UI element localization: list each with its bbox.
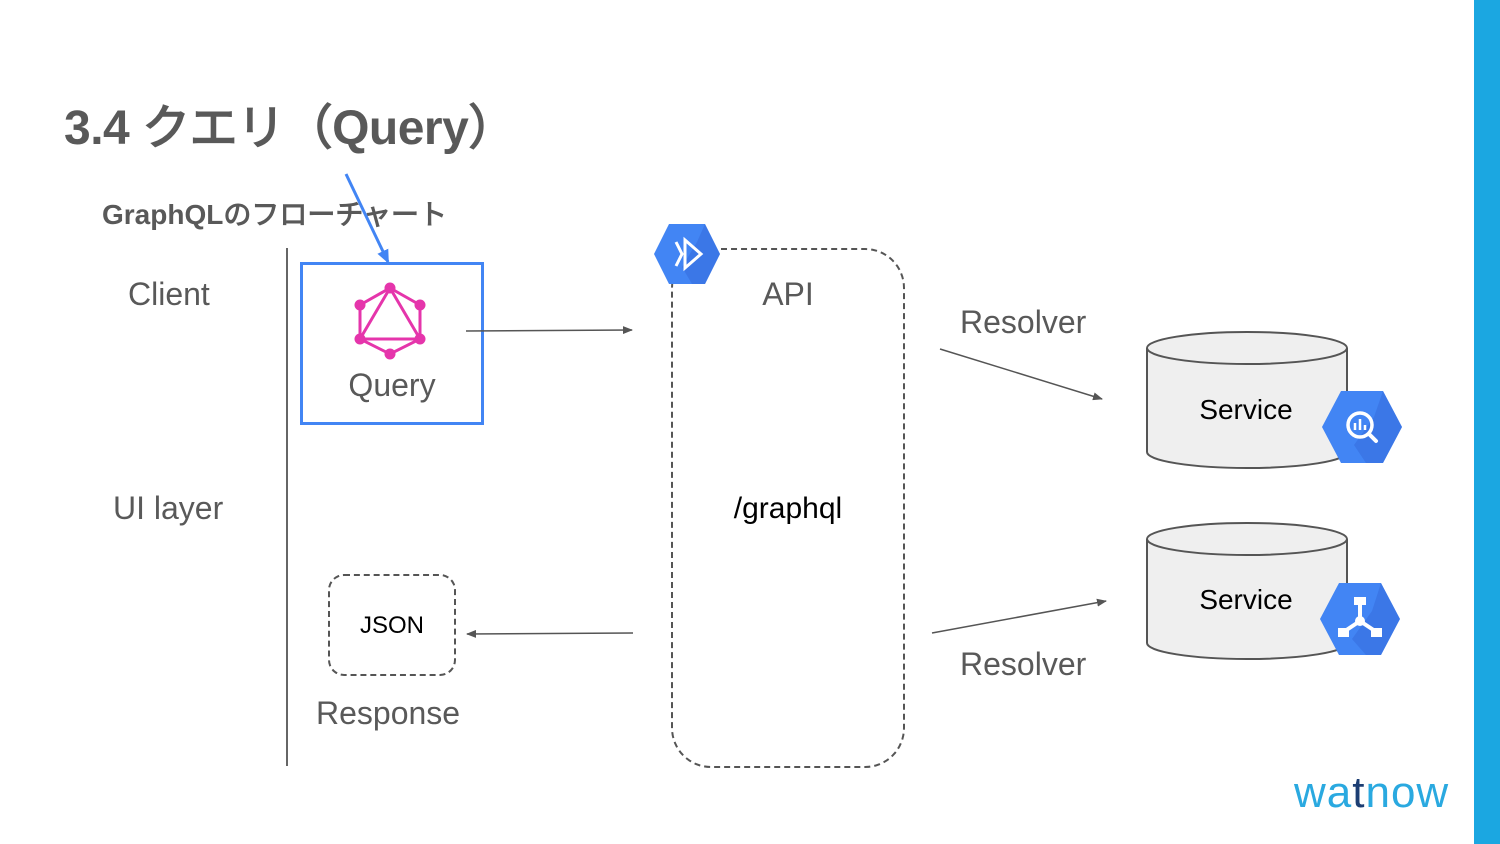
watnow-logo-pre: wa — [1294, 768, 1353, 817]
query-label: Query — [348, 367, 436, 403]
resolver-label-bottom: Resolver — [960, 646, 1087, 682]
service-database-top[interactable] — [1145, 330, 1349, 472]
cloud-endpoints-icon — [652, 222, 722, 286]
service-label-bottom: Service — [1199, 584, 1293, 615]
bigquery-icon — [1320, 389, 1404, 465]
service-label-top: Service — [1199, 394, 1293, 425]
api-node[interactable] — [671, 248, 905, 768]
accent-side-bar — [1474, 0, 1500, 844]
arrow-api-to-response — [466, 629, 634, 638]
resolver-label-top: Resolver — [960, 304, 1087, 340]
watnow-logo-t: t — [1352, 768, 1366, 817]
cloud-composer-icon — [1318, 581, 1402, 657]
highlight-pointer-arrow — [344, 173, 390, 264]
json-response-node[interactable] — [328, 574, 456, 676]
slide-subtitle: GraphQLのフローチャート — [102, 199, 448, 230]
watnow-logo: watnow — [1294, 768, 1449, 818]
arrow-query-to-api — [465, 326, 633, 335]
response-label: Response — [316, 695, 461, 731]
watnow-logo-post: now — [1365, 768, 1450, 817]
client-divider-line — [286, 248, 288, 766]
client-label: Client — [128, 276, 210, 312]
ui-layer-label: UI layer — [113, 490, 224, 526]
graphql-endpoint-label: /graphql — [733, 492, 843, 525]
arrow-resolver-top — [939, 348, 1103, 401]
query-node[interactable] — [300, 262, 484, 425]
graphql-logo-icon — [352, 282, 428, 360]
api-label: API — [762, 276, 814, 312]
json-label: JSON — [359, 612, 424, 639]
slide-title: 3.4 クエリ（Query） — [64, 102, 516, 155]
arrow-resolver-bottom — [931, 598, 1107, 634]
